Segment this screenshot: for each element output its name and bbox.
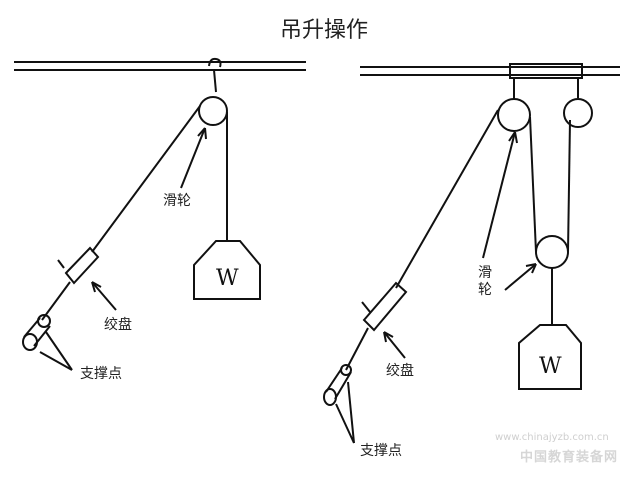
left-pulley — [198, 96, 228, 126]
right-pulley-a — [497, 98, 531, 132]
left-support-label: 支撑点 — [80, 366, 122, 382]
right-support-arrows — [335, 381, 355, 444]
right-support-roller — [323, 364, 352, 406]
right-load-label: W — [539, 354, 562, 379]
left-pulley-arrow — [180, 127, 207, 189]
right-rope-loop-left — [529, 116, 537, 253]
right-pulley-label-2: 轮 — [478, 282, 492, 298]
right-winch — [362, 281, 408, 332]
right-winch-arrow — [383, 331, 406, 359]
right-winch-handle — [361, 301, 371, 313]
left-winch — [64, 246, 100, 285]
right-pulley-b — [563, 98, 593, 128]
right-rope-diagonal — [395, 109, 499, 289]
watermark-url: www.chinajyzb.com.cn — [495, 432, 609, 443]
left-hook — [208, 57, 222, 93]
watermark-name: 中国教育装备网 — [520, 450, 619, 465]
left-load — [193, 240, 261, 300]
right-winch-label: 绞盘 — [386, 363, 414, 379]
right-pulley-arrow — [482, 131, 518, 259]
left-beam — [14, 61, 306, 71]
right-shaft — [345, 327, 369, 371]
diagram-title: 吊升操作 — [280, 18, 369, 43]
left-rope-diagonal — [91, 105, 201, 253]
left-support-roller — [22, 314, 51, 351]
right-moving-pulley-arrow — [504, 263, 537, 291]
left-support-arrows — [39, 331, 73, 371]
right-beam — [360, 63, 620, 79]
right-pulley-label-1: 滑 — [478, 265, 492, 281]
right-rope-loop-right — [567, 119, 571, 253]
left-winch-label: 绞盘 — [104, 317, 132, 333]
left-load-label: W — [216, 266, 239, 291]
right-load — [518, 324, 582, 390]
left-pulley-label: 滑轮 — [163, 193, 191, 209]
right-support-label: 支撑点 — [360, 443, 402, 459]
left-winch-arrow — [91, 281, 117, 311]
left-shaft — [41, 281, 71, 321]
left-winch-handle — [57, 259, 65, 269]
right-moving-pulley — [535, 235, 569, 269]
